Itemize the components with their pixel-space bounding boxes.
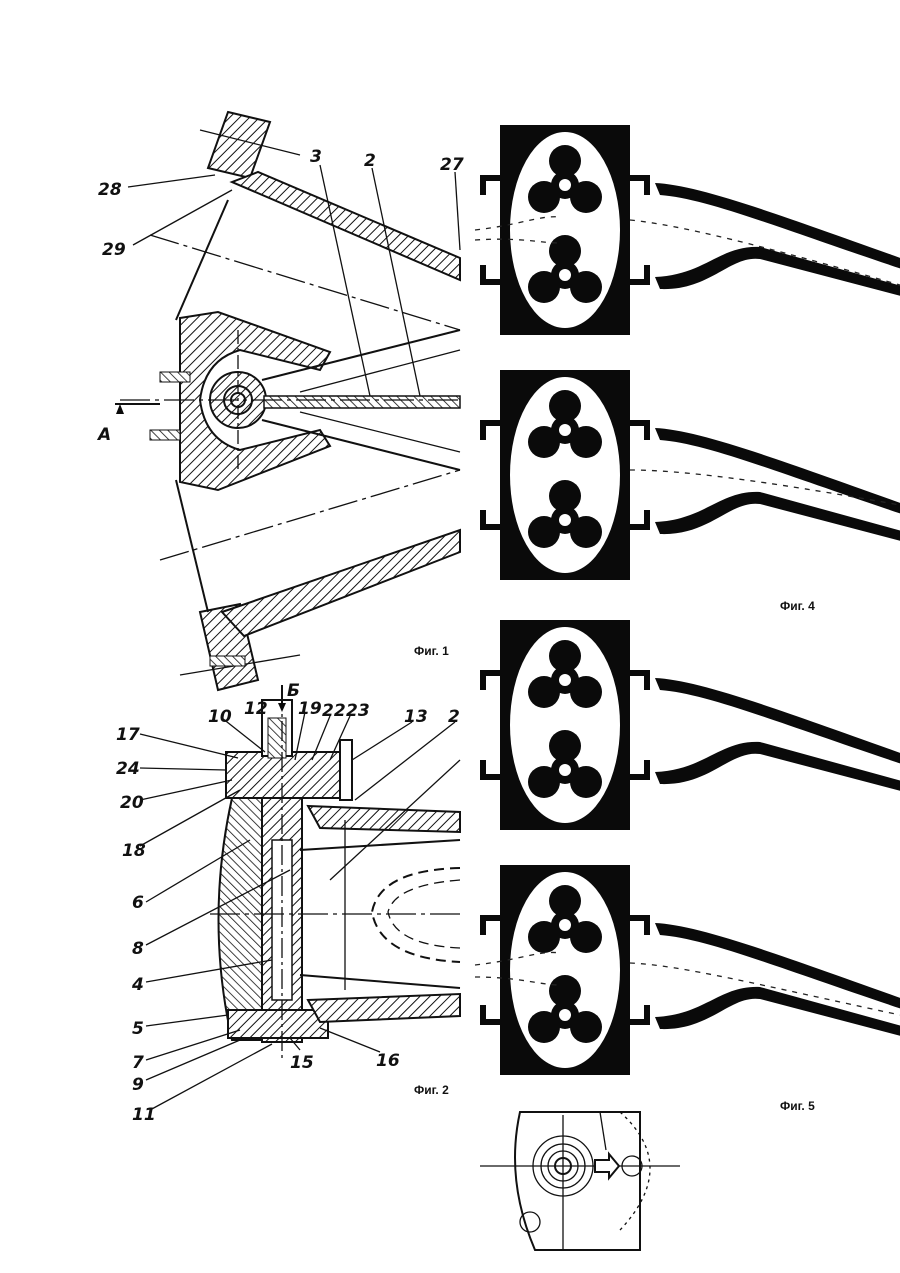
- fig2-caption: Фиг. 2: [414, 1083, 449, 1097]
- fig2-label-7: 7: [132, 1053, 144, 1073]
- fig1-label-28: 28: [98, 180, 122, 200]
- fig1-upper-wall: [232, 172, 460, 280]
- fig2-top-cap: [226, 752, 344, 798]
- fig2-label-12: 12: [244, 699, 268, 719]
- fig1-label-3: 3: [310, 147, 322, 167]
- figure-2-drawing: 17 24 20 18 6 8 4 5 7 9 11 10 12 19 22 2…: [116, 681, 460, 1125]
- fig2-label-9: 9: [132, 1075, 144, 1095]
- fig2-label-10: 10: [208, 707, 232, 727]
- fig2-label-2: 2: [448, 707, 460, 727]
- fig1-caption: Фиг. 1: [414, 644, 449, 658]
- pump-stage-3: [480, 620, 900, 830]
- fig2-label-16: 16: [376, 1051, 400, 1071]
- fig2-label-8: 8: [132, 939, 144, 959]
- figure-5-drawing: Фиг. 5: [475, 620, 900, 1113]
- dial-fragment: [480, 1112, 680, 1250]
- fig1-label-27: 27: [440, 155, 464, 175]
- fig2-label-4: 4: [131, 975, 144, 995]
- fig2-label-19: 19: [298, 699, 322, 719]
- fig2-label-5: 5: [132, 1019, 144, 1039]
- fig5-caption: Фиг. 5: [780, 1099, 815, 1113]
- fig4-caption: Фиг. 4: [780, 599, 815, 613]
- fig2-label-11: 11: [132, 1105, 156, 1125]
- fig1-label-29: 29: [102, 240, 126, 260]
- figure-1-drawing: 28 29 3 2 27 A Фиг. 1: [96, 112, 464, 690]
- pump-stage-2: [480, 370, 900, 580]
- fig2-label-17: 17: [116, 725, 140, 745]
- fig2-label-18: 18: [122, 841, 146, 861]
- pump-stage-4: [475, 865, 900, 1075]
- fig2-label-22: 22: [322, 701, 346, 721]
- fig1-lower-wall: [222, 530, 460, 636]
- fig1-shaft: [264, 396, 460, 408]
- fig1-label-2: 2: [364, 151, 376, 171]
- fig2-label-20: 20: [120, 793, 144, 813]
- figure-4-drawing: Фиг. 4: [475, 125, 900, 613]
- fig2-label-23: 23: [346, 701, 370, 721]
- fig2-label-13: 13: [404, 707, 428, 727]
- fig2-label-B: Б: [287, 681, 300, 701]
- fig2-label-6: 6: [132, 893, 144, 913]
- fig2-housing: [219, 798, 263, 1040]
- fig1-label-A: A: [96, 425, 111, 445]
- pump-stage-1: [475, 125, 900, 335]
- fig2-label-15: 15: [290, 1053, 314, 1073]
- fig2-label-24: 24: [116, 759, 140, 779]
